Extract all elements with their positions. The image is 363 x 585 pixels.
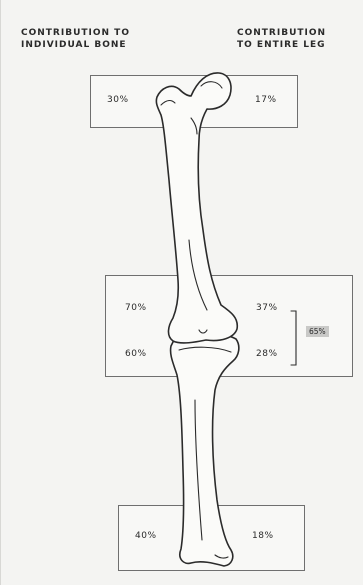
femur (156, 73, 237, 343)
hip-individual-percent: 30% (107, 95, 129, 105)
knee-femur-individual-percent: 70% (125, 303, 147, 313)
knee-femur-leg-percent: 37% (256, 303, 278, 313)
tibia (171, 333, 239, 566)
ankle-individual-percent: 40% (135, 531, 157, 541)
combined-knee-bracket (291, 311, 296, 365)
hip-leg-percent: 17% (255, 95, 277, 105)
ankle-leg-percent: 18% (252, 531, 274, 541)
knee-tibia-leg-percent: 28% (256, 349, 278, 359)
knee-tibia-individual-percent: 60% (125, 349, 147, 359)
knee-combined-leg-percent: 65% (306, 326, 329, 337)
